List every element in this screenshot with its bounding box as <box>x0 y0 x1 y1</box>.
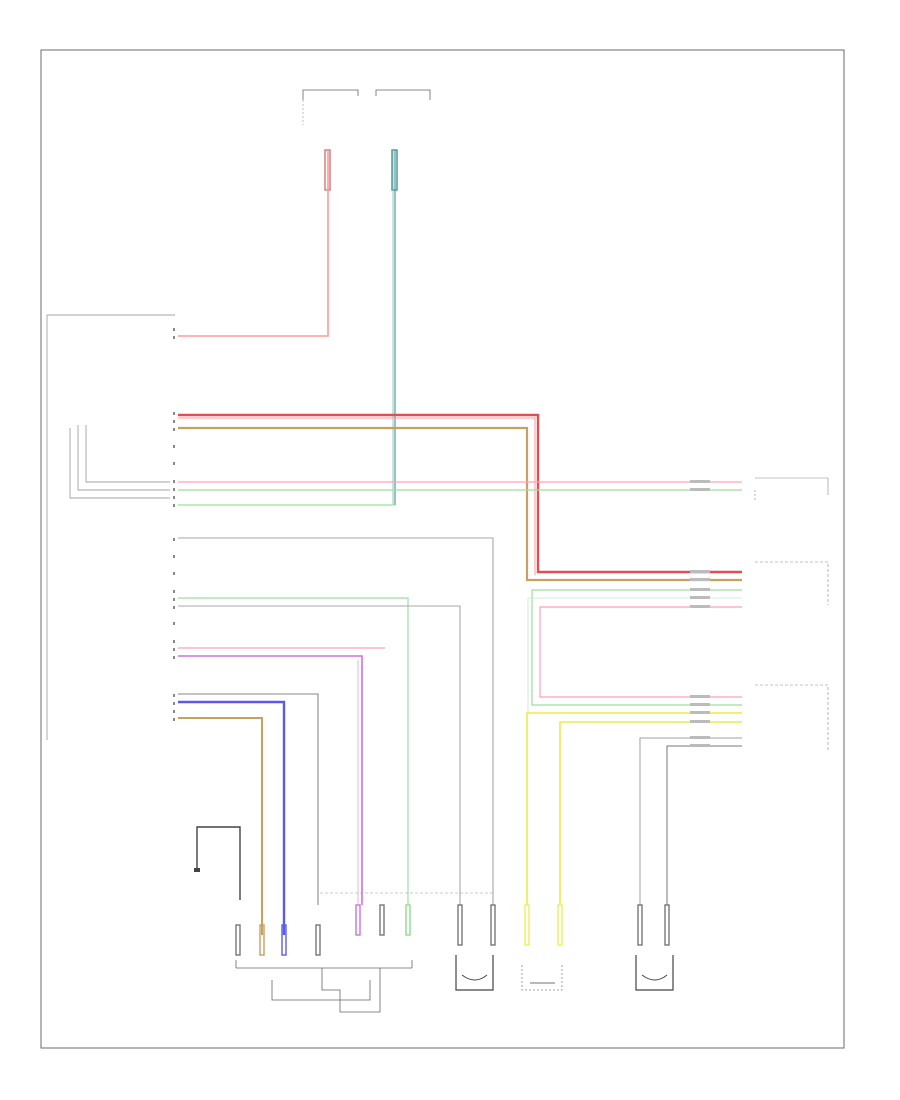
wire-yellow-2 <box>559 721 742 905</box>
ground-symbol <box>194 826 241 900</box>
connector-steering-right <box>755 684 829 750</box>
epb-motor-bracket <box>235 960 413 1013</box>
module-boundary <box>46 314 175 735</box>
brake-component <box>635 955 674 991</box>
connector-central-right <box>755 561 829 605</box>
fuse-connector-left <box>302 89 359 191</box>
wire-red-supply <box>178 150 329 337</box>
wire-gray-2 <box>178 605 461 905</box>
module-bracket-1 <box>69 428 170 499</box>
bottom-terminals <box>235 904 670 956</box>
wire-gray-steer-1 <box>639 737 742 905</box>
fuse-connector-right <box>375 89 431 191</box>
wire-red-bus-light <box>178 417 536 575</box>
stop-lamp-component <box>521 965 563 991</box>
module-bracket-2 <box>77 425 170 491</box>
wire-magenta <box>178 655 363 905</box>
wire-green-bus <box>531 589 742 706</box>
wire-gray-steer-2 <box>666 745 742 905</box>
wire-gray-3 <box>178 693 319 905</box>
wire-gray-1 <box>178 537 494 905</box>
module-bracket-3 <box>85 425 170 483</box>
wire-blue <box>178 700 286 935</box>
pin-column <box>173 328 175 721</box>
connector-upper-right <box>754 477 829 500</box>
diagram-frame <box>40 49 845 1049</box>
right-pin-stubs <box>690 480 710 747</box>
wire-green-3 <box>178 597 409 905</box>
wire-red-bus <box>178 413 742 574</box>
wire-green-bus-2 <box>527 597 742 713</box>
wire-tan-bus <box>178 426 742 582</box>
wire-pink-loop <box>539 606 742 698</box>
switch-component <box>455 955 494 991</box>
wire-tan-2 <box>178 717 263 935</box>
wire-yellow-1 <box>526 712 742 905</box>
